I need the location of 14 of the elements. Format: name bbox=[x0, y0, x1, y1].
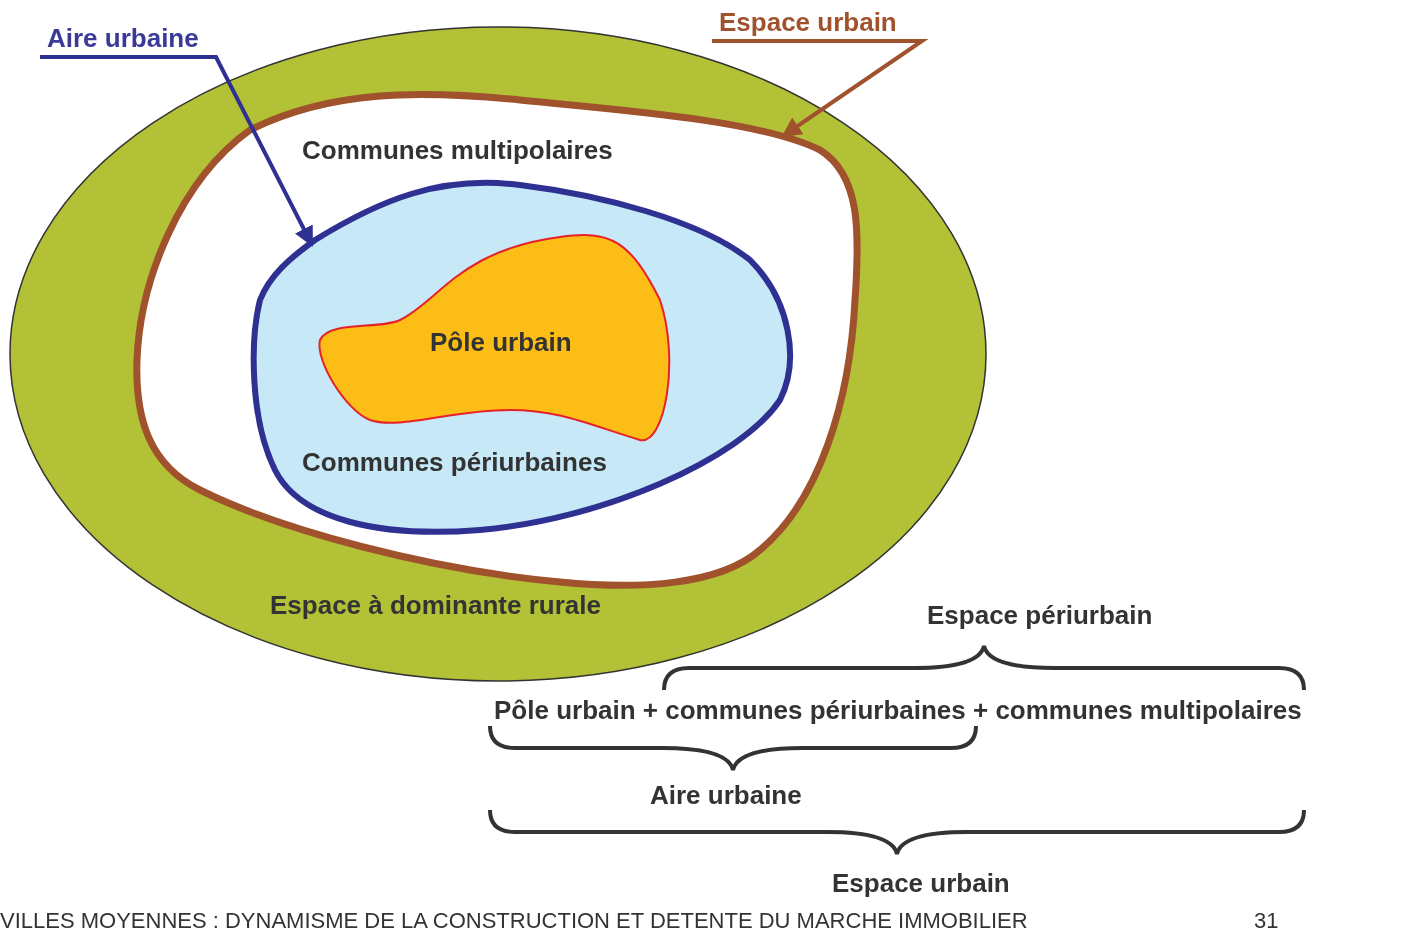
brace-label: Espace urbain bbox=[832, 868, 1010, 899]
callout-label: Espace urbain bbox=[719, 7, 897, 38]
region-label: Communes périurbaines bbox=[302, 447, 607, 478]
footer-text: VILLES MOYENNES : DYNAMISME DE LA CONSTRUCTION ET DETENTE DU MARCHE IMMOBILIER bbox=[0, 908, 1028, 934]
region-label: Espace à dominante rurale bbox=[270, 590, 601, 621]
leader-arrow bbox=[712, 39, 929, 138]
brace-label: Aire urbaine bbox=[650, 780, 802, 811]
brace-label: Pôle urbain + communes périurbaines + communes multipolaires bbox=[494, 695, 1302, 726]
footer-text: 31 bbox=[1254, 908, 1279, 934]
region-label: Communes multipolaires bbox=[302, 135, 613, 166]
callout-label: Aire urbaine bbox=[47, 23, 199, 54]
region-label: Pôle urbain bbox=[430, 327, 572, 358]
brace-label: Espace périurbain bbox=[927, 600, 1153, 631]
leader-arrow bbox=[40, 55, 314, 247]
